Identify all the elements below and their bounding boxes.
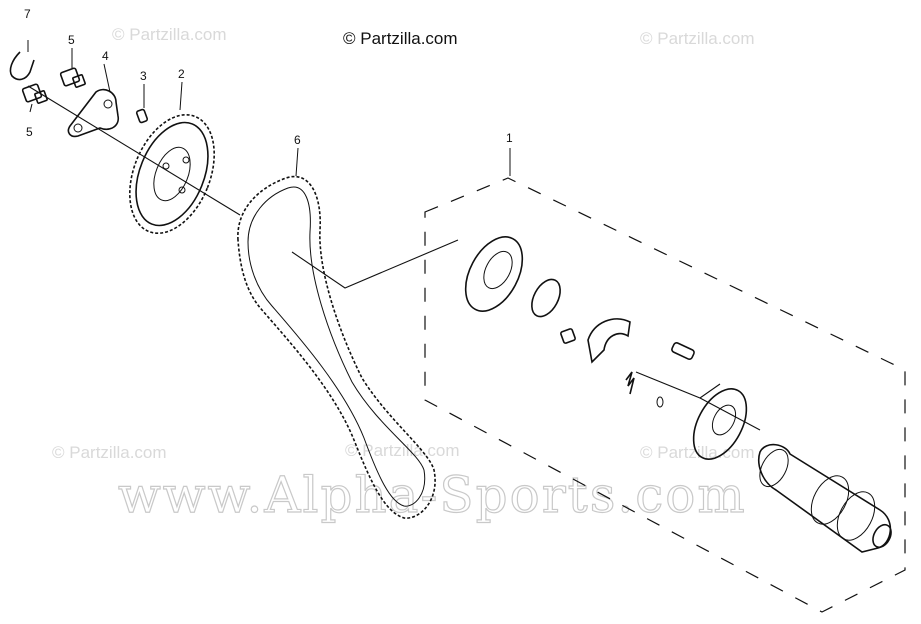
watermark-partzilla: © Partzilla.com <box>640 29 755 48</box>
part-1-spring <box>625 371 635 395</box>
part-1-camshaft <box>758 443 892 553</box>
part-1-small-bushing <box>560 328 576 344</box>
callout-3: 3 <box>140 69 147 83</box>
part-1-cam-flange <box>692 388 748 460</box>
callout-2: 2 <box>178 67 185 81</box>
part-4-locking-plate <box>67 88 120 138</box>
callout-7: 7 <box>24 7 31 21</box>
callout-6: 6 <box>294 133 301 147</box>
callout-leader-4 <box>103 63 111 93</box>
watermark-partzilla: © Partzilla.com <box>345 441 460 460</box>
watermark-partzilla: © Partzilla.com <box>52 443 167 462</box>
callout-leader-6 <box>295 147 299 177</box>
callout-4: 4 <box>102 49 109 63</box>
leader-line-axis <box>699 397 761 431</box>
callout-leader-2 <box>179 81 183 111</box>
part-1-decompressor-plate <box>464 236 524 312</box>
part-1-circlip <box>531 278 561 318</box>
part-3-dowel-pin <box>135 108 149 124</box>
copyright-label: © Partzilla.com <box>343 29 458 48</box>
callout-leader-5-bottom <box>29 103 33 113</box>
watermark-alpha-sports: www.Alpha-Sports.com <box>118 466 747 524</box>
part-7-clip <box>9 40 35 81</box>
part-1-small-ring <box>656 396 664 408</box>
callout-5-top: 5 <box>68 33 75 47</box>
callout-1: 1 <box>506 131 513 145</box>
callout-5-bottom: 5 <box>26 125 33 139</box>
part-5-bolt-bottom <box>21 83 48 104</box>
leader-line-pin <box>635 371 721 399</box>
part-1-pin <box>671 342 695 360</box>
part-6-timing-chain <box>237 175 436 519</box>
leader-line-sprocket <box>291 239 459 289</box>
watermark-partzilla: © Partzilla.com <box>112 25 227 44</box>
part-2-cam-sprocket <box>129 113 215 235</box>
assembly-boundary-1 <box>424 177 906 613</box>
part-1-decompressor-weight <box>587 318 631 364</box>
part-5-bolt-top <box>59 67 86 88</box>
